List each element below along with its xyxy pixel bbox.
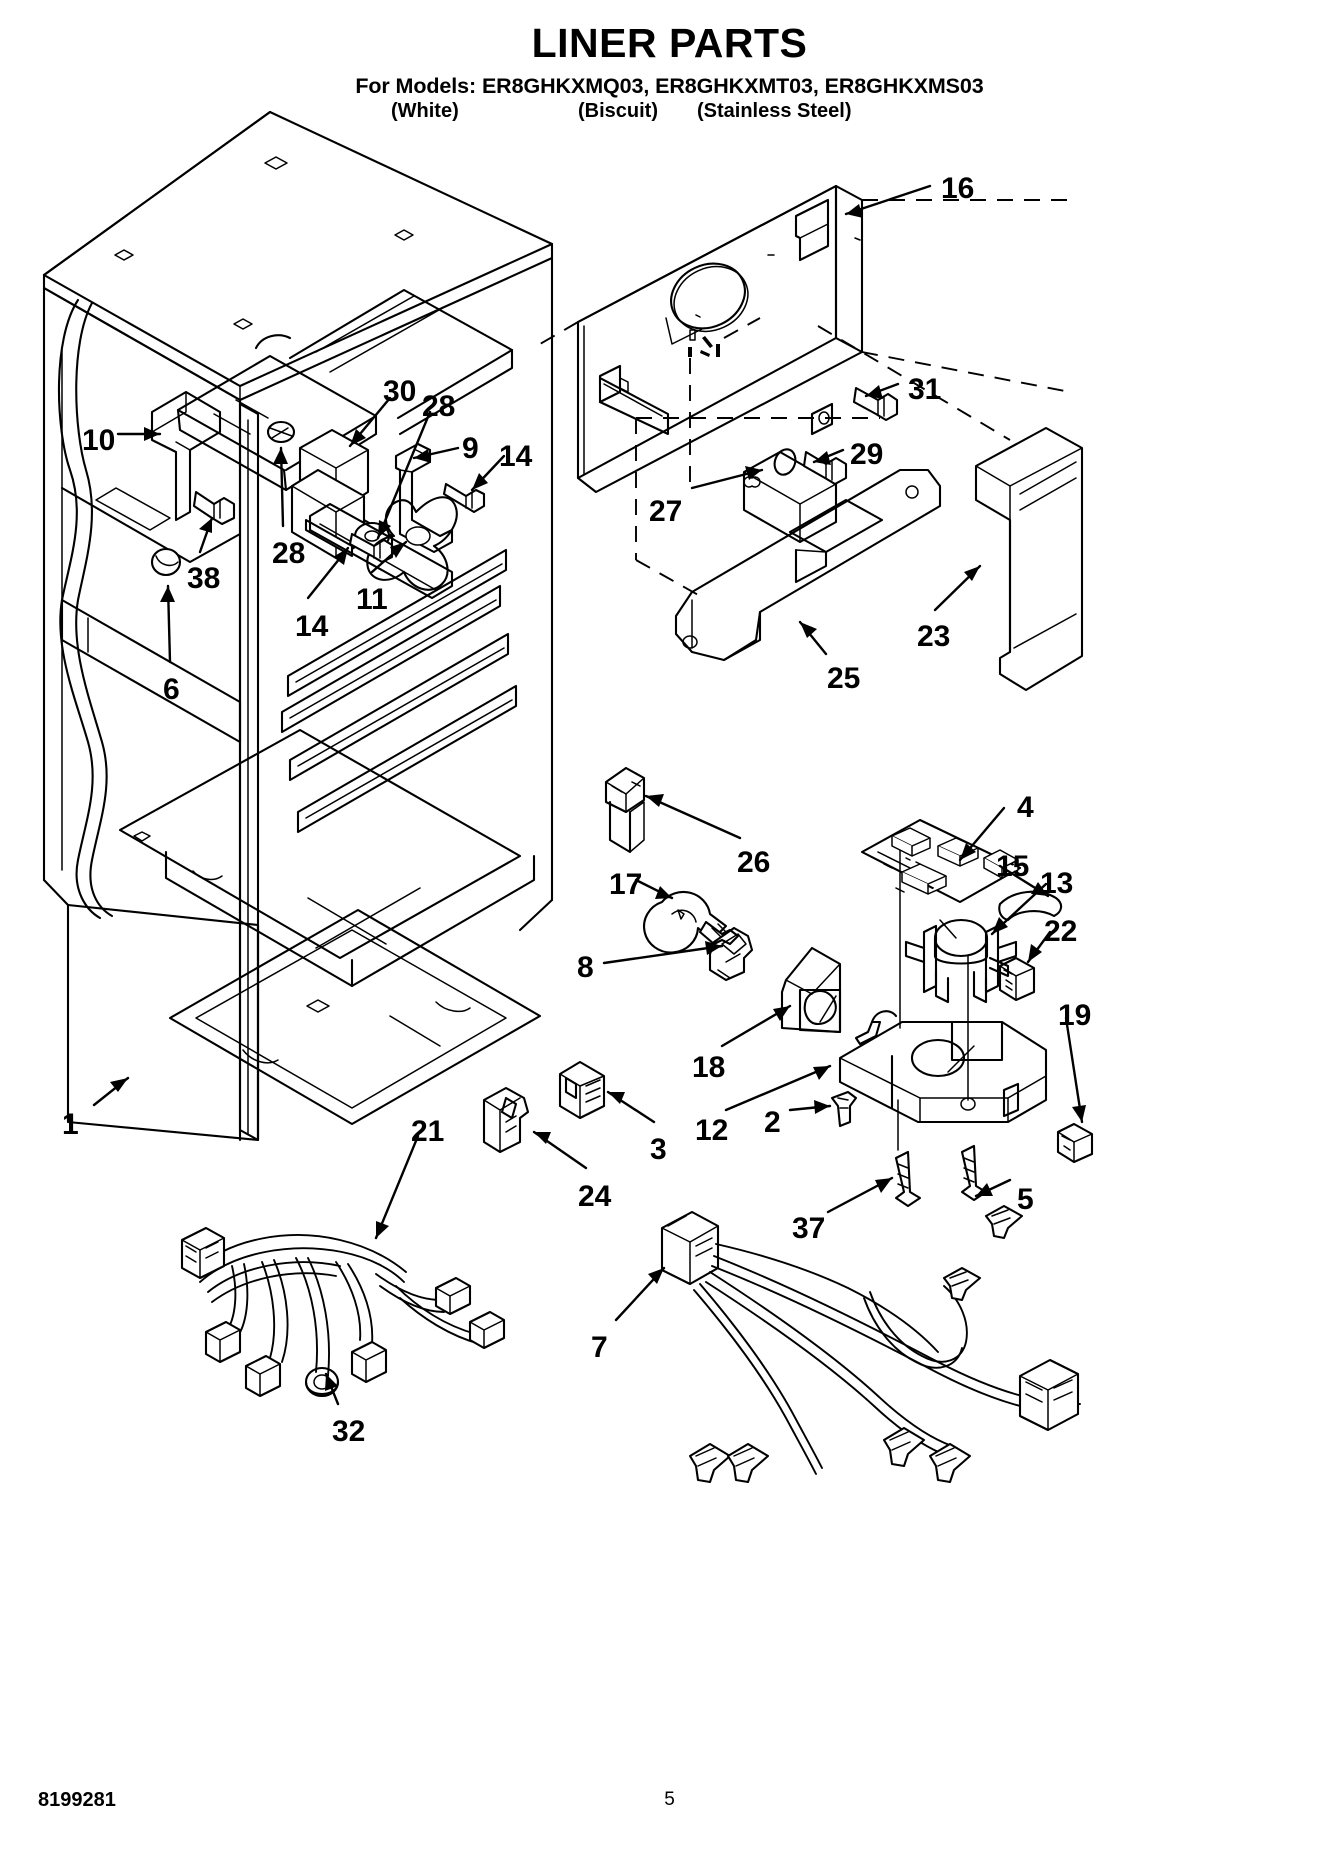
color-label-white: (White)	[391, 100, 459, 123]
screw-icon-14-lower	[350, 534, 392, 562]
screw-icon-38	[194, 492, 234, 524]
document-part-number: 8199281	[38, 1789, 116, 1811]
screw-icon-2	[832, 1092, 856, 1126]
callout-9[interactable]: 9	[462, 432, 479, 465]
callout-5[interactable]: 5	[1017, 1183, 1034, 1216]
connector-block-3-illustration	[560, 1062, 604, 1118]
callout-21[interactable]: 21	[411, 1115, 445, 1148]
wire-harness-left-illustration	[182, 1228, 504, 1396]
callout-1[interactable]: 1	[62, 1108, 79, 1141]
terminal-connector-19-illustration	[1058, 1124, 1092, 1162]
callout-27[interactable]: 27	[649, 495, 683, 528]
leader-lines	[94, 186, 1086, 1404]
callout-37[interactable]: 37	[792, 1212, 826, 1245]
callout-10[interactable]: 10	[82, 424, 116, 457]
page-number: 5	[664, 1789, 675, 1810]
cabinet-liner-illustration	[44, 112, 552, 1140]
callout-16[interactable]: 16	[941, 172, 975, 205]
callout-3[interactable]: 3	[650, 1133, 667, 1166]
callout-8[interactable]: 8	[577, 951, 594, 984]
evaporator-cover-illustration	[676, 470, 940, 660]
callout-38[interactable]: 38	[187, 562, 221, 595]
callout-12[interactable]: 12	[695, 1114, 729, 1147]
page-footer: 8199281 5	[0, 1789, 1339, 1815]
callout-28-upper[interactable]: 28	[422, 390, 456, 423]
callout-22[interactable]: 22	[1044, 915, 1078, 948]
callout-18[interactable]: 18	[692, 1051, 726, 1084]
screw-icon-14-upper	[444, 484, 484, 512]
callout-13[interactable]: 13	[1040, 867, 1074, 900]
callout-6[interactable]: 6	[163, 673, 180, 706]
relay-block-24-illustration	[484, 1088, 528, 1152]
callout-17[interactable]: 17	[609, 868, 643, 901]
screw-icon-37	[896, 1152, 920, 1206]
callout-7[interactable]: 7	[591, 1331, 608, 1364]
callout-26[interactable]: 26	[737, 846, 771, 879]
defrost-thermostat-illustration	[906, 920, 1016, 1002]
color-label-biscuit: (Biscuit)	[578, 100, 658, 123]
models-line: For Models: ER8GHKXMQ03, ER8GHKXMT03, ER…	[355, 74, 984, 99]
light-shield-illustration	[782, 948, 840, 1032]
callout-11[interactable]: 11	[356, 583, 388, 616]
callout-32[interactable]: 32	[332, 1415, 366, 1448]
callout-28-lower[interactable]: 28	[272, 537, 306, 570]
callout-2[interactable]: 2	[764, 1106, 781, 1139]
air-duct-cover-illustration	[976, 428, 1082, 690]
light-socket-illustration	[710, 928, 752, 980]
callout-14-upper[interactable]: 14	[499, 440, 533, 473]
callout-14-lower[interactable]: 14	[295, 610, 329, 643]
callout-4[interactable]: 4	[1017, 791, 1034, 824]
callout-25[interactable]: 25	[827, 662, 861, 695]
callout-23[interactable]: 23	[917, 620, 951, 653]
callout-15[interactable]: 15	[996, 850, 1030, 883]
callout-29[interactable]: 29	[850, 438, 884, 471]
light-bulb-illustration	[644, 892, 738, 953]
page-header: LINER PARTS For Models: ER8GHKXMQ03, ER8…	[0, 20, 1339, 124]
terminal-block-illustration	[606, 768, 644, 852]
callout-31[interactable]: 31	[908, 373, 942, 406]
evaporator-fan-assembly	[152, 422, 484, 598]
color-labels: (White) (Biscuit) (Stainless Steel)	[0, 100, 1339, 124]
drain-pan-illustration	[840, 850, 1046, 1150]
wire-harness-right-illustration	[662, 1206, 1080, 1482]
color-label-stainless: (Stainless Steel)	[697, 100, 852, 123]
callout-30[interactable]: 30	[383, 375, 417, 408]
rear-liner-panel-illustration	[540, 186, 1070, 596]
callout-24[interactable]: 24	[578, 1180, 612, 1213]
push-on-connector-illustration	[1000, 958, 1034, 1000]
callout-19[interactable]: 19	[1058, 999, 1092, 1032]
page-title: LINER PARTS	[531, 20, 808, 66]
